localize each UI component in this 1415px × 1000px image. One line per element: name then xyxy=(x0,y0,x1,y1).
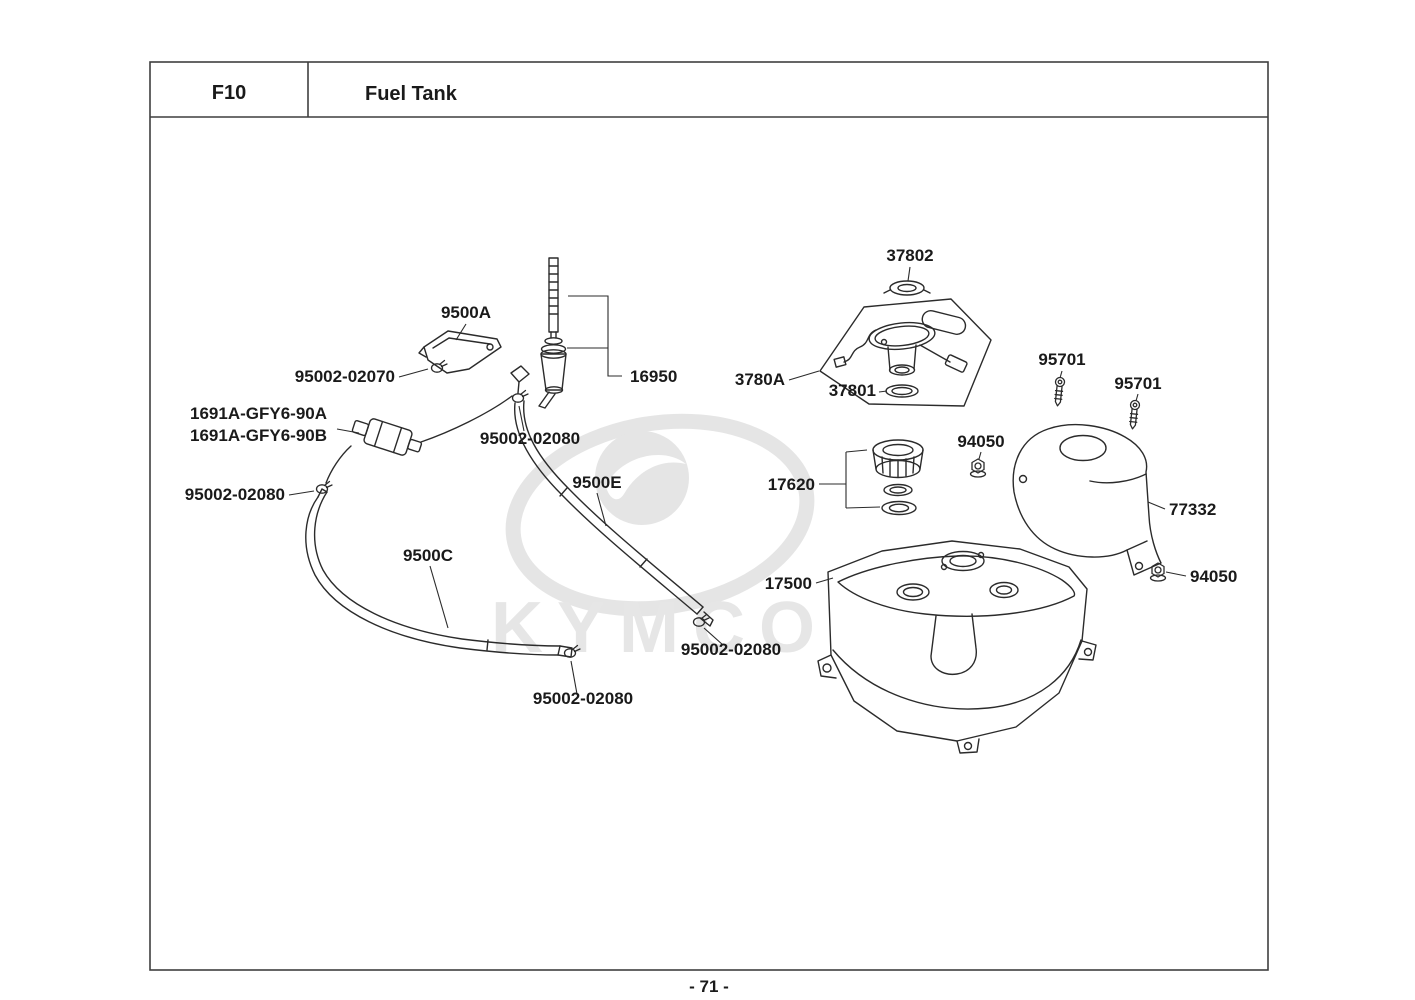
pump-gasket-art xyxy=(885,384,919,398)
filter-hose-right xyxy=(420,395,513,443)
tank-bracket-art xyxy=(1012,423,1162,576)
page-frame xyxy=(149,61,1269,971)
part-label-9500e: 9500E xyxy=(572,473,621,492)
clip-icon xyxy=(511,389,529,403)
leader-lines xyxy=(288,266,1187,695)
outer-border xyxy=(149,61,1269,971)
bracket-plate-art xyxy=(418,330,502,374)
part-label-95002-02080-3: 95002-02080 xyxy=(681,640,781,659)
part-label-95701-1: 95701 xyxy=(1038,350,1085,369)
diagram-lineart xyxy=(305,257,1167,754)
filler-cap-art xyxy=(872,439,924,516)
watermark-swoosh-icon xyxy=(606,455,686,500)
nut-icon xyxy=(1149,562,1167,582)
part-label-95002-02080-4: 95002-02080 xyxy=(533,689,633,708)
part-labels: 37802 9500A 95002-02070 16950 3780A 3780… xyxy=(185,246,1238,708)
part-label-95002-02080-1: 95002-02080 xyxy=(480,429,580,448)
part-label-16950: 16950 xyxy=(630,367,677,386)
nut-icon xyxy=(969,458,987,478)
part-label-9500a: 9500A xyxy=(441,303,491,322)
part-label-17500: 17500 xyxy=(765,574,812,593)
screw-icon xyxy=(1127,399,1141,431)
section-code: F10 xyxy=(212,82,246,104)
page-number: - 71 - xyxy=(689,977,729,996)
fuel-gauge-art xyxy=(538,257,567,409)
page-title: Fuel Tank xyxy=(365,83,458,105)
part-label-37802: 37802 xyxy=(886,246,933,265)
pump-cap-art xyxy=(883,280,931,296)
fuel-pump-assembly-art xyxy=(819,298,992,407)
watermark-oval xyxy=(505,413,815,617)
part-label-95701-2: 95701 xyxy=(1114,374,1161,393)
part-label-95002-02070: 95002-02070 xyxy=(295,367,395,386)
fuel-filter-art xyxy=(351,418,423,456)
hose-fitting-art xyxy=(510,365,530,394)
watermark-badge xyxy=(595,431,689,525)
hose-9500c-art xyxy=(305,488,573,658)
screw-icon xyxy=(1052,376,1066,408)
clip-icon xyxy=(315,480,333,494)
clip-icon xyxy=(430,359,448,373)
part-label-77332: 77332 xyxy=(1169,500,1216,519)
part-label-9500c: 9500C xyxy=(403,546,453,565)
part-label-1691a-gfy6-90b: 1691A-GFY6-90B xyxy=(190,426,327,445)
fuel-tank-art xyxy=(817,540,1097,754)
part-label-17620: 17620 xyxy=(768,475,815,494)
part-label-94050-2: 94050 xyxy=(1190,567,1237,586)
part-label-94050-1: 94050 xyxy=(957,432,1004,451)
part-label-3780a: 3780A xyxy=(735,370,785,389)
part-label-95002-02080-2: 95002-02080 xyxy=(185,485,285,504)
filter-hose-left xyxy=(325,445,352,484)
part-label-1691a-gfy6-90a: 1691A-GFY6-90A xyxy=(190,404,327,423)
part-label-37801: 37801 xyxy=(829,381,876,400)
